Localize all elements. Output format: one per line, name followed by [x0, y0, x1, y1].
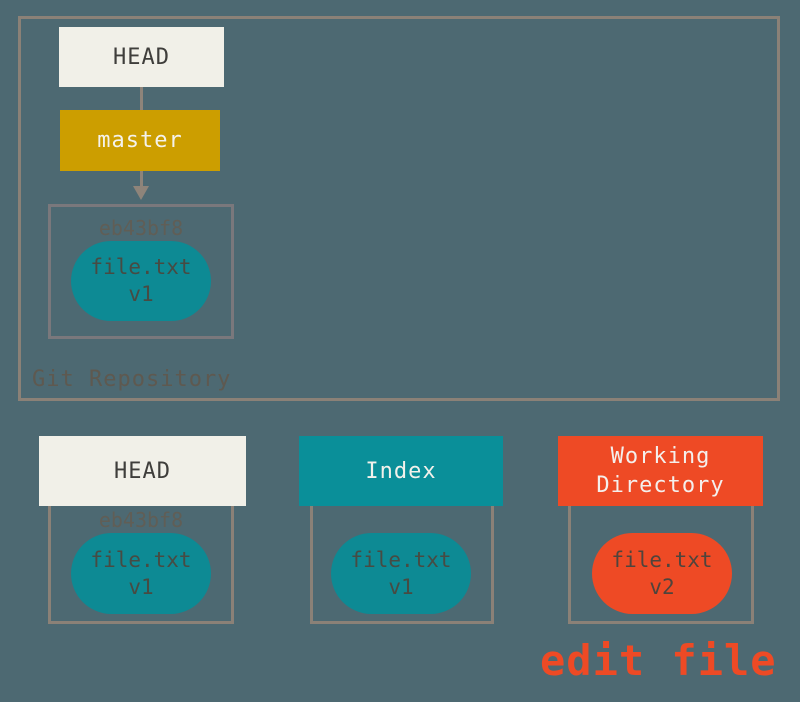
file-bubble-commit: file.txt v1	[71, 241, 211, 321]
head-ref-label: HEAD	[113, 44, 170, 70]
head-area-title: HEAD	[114, 458, 171, 484]
git-repository-box: Git Repository	[18, 16, 780, 401]
working-directory-header: Working Directory	[558, 436, 763, 506]
file-bubble-head: file.txt v1	[71, 533, 211, 614]
index-area-header: Index	[299, 436, 503, 506]
file-version-label: v1	[128, 574, 154, 599]
file-bubble-working: file.txt v2	[592, 533, 732, 614]
file-bubble-index: file.txt v1	[331, 533, 471, 614]
index-area-title: Index	[365, 458, 437, 484]
master-branch-label: master	[97, 128, 183, 153]
master-to-commit-connector	[140, 171, 143, 186]
file-name-label: file.txt	[350, 547, 452, 572]
file-name-label: file.txt	[90, 255, 192, 279]
git-repository-label: Git Repository	[32, 367, 232, 392]
head-area-hash-label: eb43bf8	[98, 508, 184, 532]
arrow-down-icon	[133, 186, 149, 200]
edit-file-annotation: edit file	[540, 636, 777, 685]
head-to-master-connector	[140, 87, 143, 110]
working-directory-title: Working Directory	[596, 444, 725, 498]
master-branch-box: master	[60, 110, 220, 171]
file-name-label: file.txt	[90, 547, 192, 572]
file-version-label: v1	[128, 282, 154, 306]
file-version-label: v2	[649, 574, 675, 599]
file-name-label: file.txt	[611, 547, 713, 572]
commit-box: eb43bf8 file.txt v1	[48, 204, 234, 339]
commit-hash-label: eb43bf8	[98, 216, 184, 240]
file-version-label: v1	[388, 574, 414, 599]
head-area-header: HEAD	[39, 436, 246, 506]
head-ref-box: HEAD	[59, 27, 224, 87]
